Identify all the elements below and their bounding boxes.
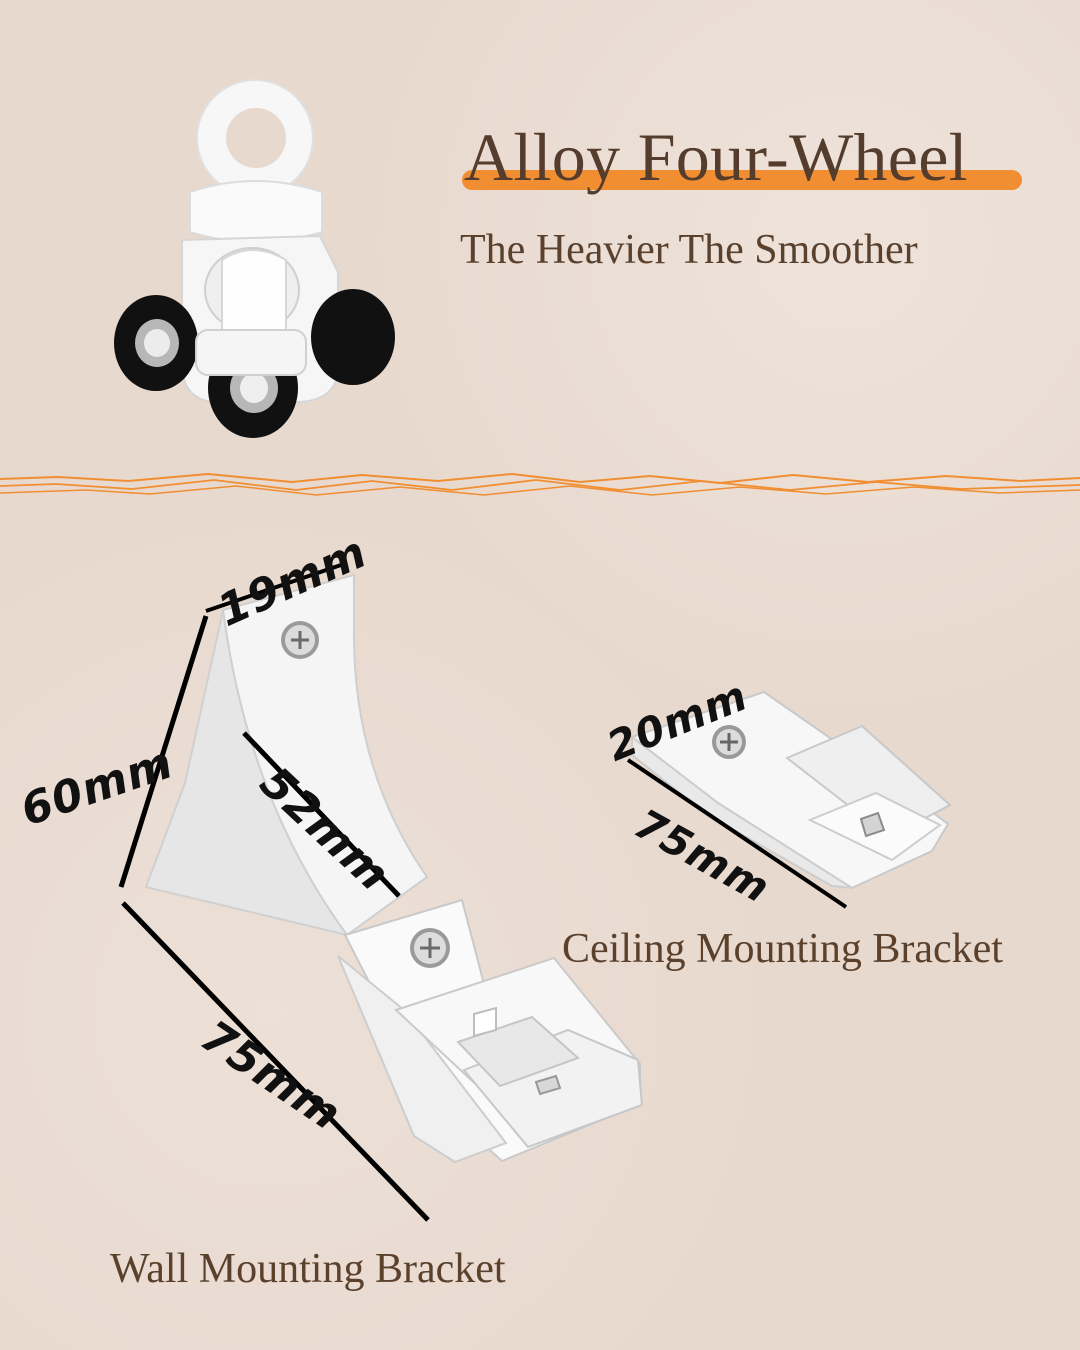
wall-mounting-bracket — [144, 573, 644, 1164]
ceiling-mounting-bracket — [629, 690, 952, 890]
wall-bracket-label: Wall Mounting Bracket — [110, 1246, 506, 1292]
product-heading: Alloy Four-Wheel — [458, 123, 1048, 209]
hero-subtitle: The Heavier The Smoother — [460, 227, 918, 273]
ceiling-bracket-label: Ceiling Mounting Bracket — [562, 926, 1003, 972]
dimension-lines — [118, 563, 848, 1222]
heading-highlight — [462, 170, 1022, 190]
section-divider — [0, 472, 1080, 496]
hero-title: Alloy Four-Wheel — [464, 119, 968, 195]
four-wheel-roller — [114, 79, 395, 438]
